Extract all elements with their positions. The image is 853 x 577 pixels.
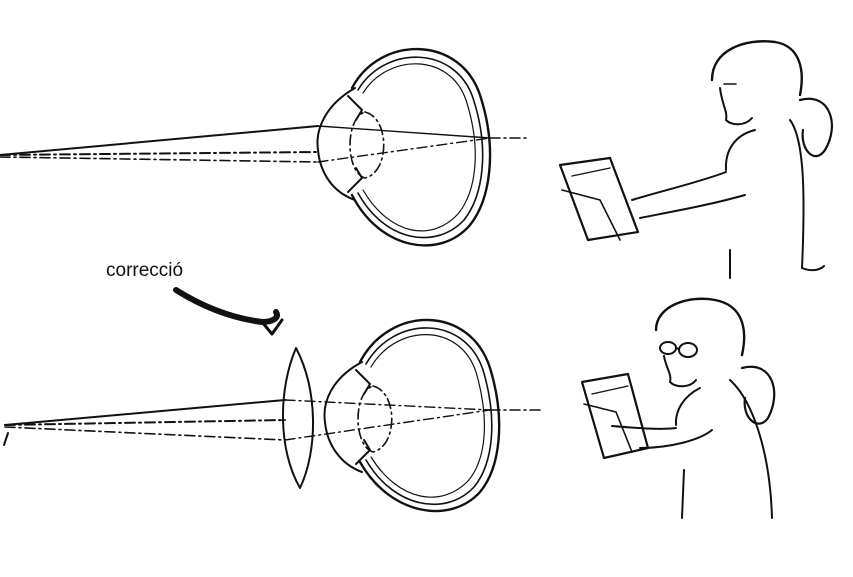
top-eye: [316, 47, 492, 247]
bottom-eye: [323, 318, 501, 513]
arrow-icon: [173, 287, 280, 325]
top-light-rays: [0, 125, 529, 163]
correction-arrow: [173, 287, 284, 336]
top-scene: [0, 40, 833, 279]
top-reader-figure: [558, 40, 833, 279]
bottom-scene: [3, 297, 776, 519]
convex-lens: [281, 347, 315, 489]
correction-label: correcció: [106, 260, 184, 281]
bottom-light-rays: [3, 399, 541, 446]
bottom-reader-figure: [580, 297, 776, 519]
glasses: [659, 341, 698, 358]
